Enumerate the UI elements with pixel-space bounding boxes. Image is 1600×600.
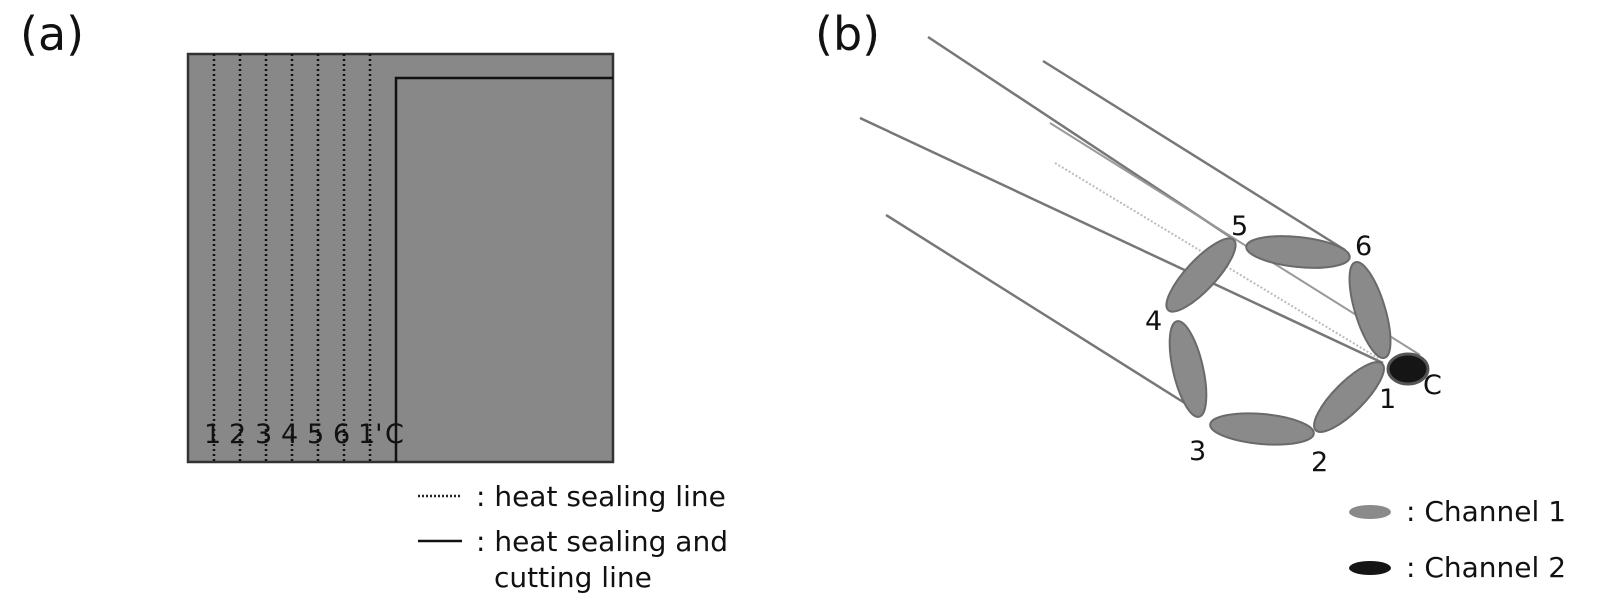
- channel-1-ring: [1165, 235, 1392, 446]
- line-label-1-prime: 1': [358, 419, 383, 450]
- channel-label-2: 2: [1311, 447, 1328, 478]
- channel-1-tube-2: [1209, 412, 1315, 446]
- legend-channel-1: : Channel 1: [1406, 495, 1566, 528]
- channel-labels: 1 2 3 4 5 6 C: [1145, 211, 1442, 478]
- channel-2-tube-c: [1386, 352, 1430, 386]
- channel-1-tube-3: [1168, 320, 1208, 418]
- legend-sealing-cutting-line-2: cutting line: [494, 561, 652, 594]
- cutting-line: [394, 76, 613, 462]
- tube-line-middle: [859, 116, 1384, 365]
- line-label-2: 2: [229, 419, 246, 450]
- tube-line-top-right: [1042, 59, 1346, 252]
- legend-b: : Channel 1 : Channel 2: [1349, 495, 1566, 584]
- line-labels: 1 2 3 4 5 6 1' C: [204, 419, 404, 450]
- channel-label-3: 3: [1189, 436, 1206, 467]
- legend-sealing-cutting-line-1: : heat sealing and: [476, 525, 728, 558]
- line-label-4: 4: [281, 419, 298, 450]
- legend-channel-1-swatch: [1349, 505, 1391, 519]
- tube-line-bottom: [885, 213, 1200, 414]
- channel-1-tube-1: [1313, 361, 1385, 433]
- line-label-5: 5: [307, 419, 324, 450]
- legend-channel-2-swatch: [1349, 561, 1391, 575]
- panel-b-letter: (b): [815, 7, 880, 61]
- channel-1-tube-5: [1245, 235, 1351, 269]
- legend-a: : heat sealing line : heat sealing and c…: [418, 480, 728, 594]
- panel-a: (a) 1 2 3 4 5 6 1' C : heat se: [20, 7, 728, 594]
- channel-label-c: C: [1423, 370, 1442, 401]
- line-label-6: 6: [333, 419, 350, 450]
- panel-a-letter: (a): [20, 7, 84, 61]
- tube-lines: [859, 35, 1421, 414]
- heat-sealing-lines: [212, 54, 372, 462]
- channel-label-5: 5: [1231, 211, 1248, 242]
- channel-1-tube-4: [1165, 237, 1237, 313]
- channel-label-6: 6: [1355, 231, 1372, 262]
- panel-b: (b) 1 2 3 4 5 6 C: [815, 7, 1566, 584]
- line-label-c: C: [385, 419, 404, 450]
- legend-heat-sealing-line: : heat sealing line: [476, 480, 726, 513]
- channel-label-4: 4: [1145, 306, 1162, 337]
- line-label-3: 3: [255, 419, 272, 450]
- channel-1-tube-6: [1348, 260, 1392, 360]
- legend-channel-2: : Channel 2: [1406, 551, 1566, 584]
- line-label-1: 1: [204, 419, 221, 450]
- film-sheet: [186, 52, 615, 464]
- channel-label-1: 1: [1379, 384, 1396, 415]
